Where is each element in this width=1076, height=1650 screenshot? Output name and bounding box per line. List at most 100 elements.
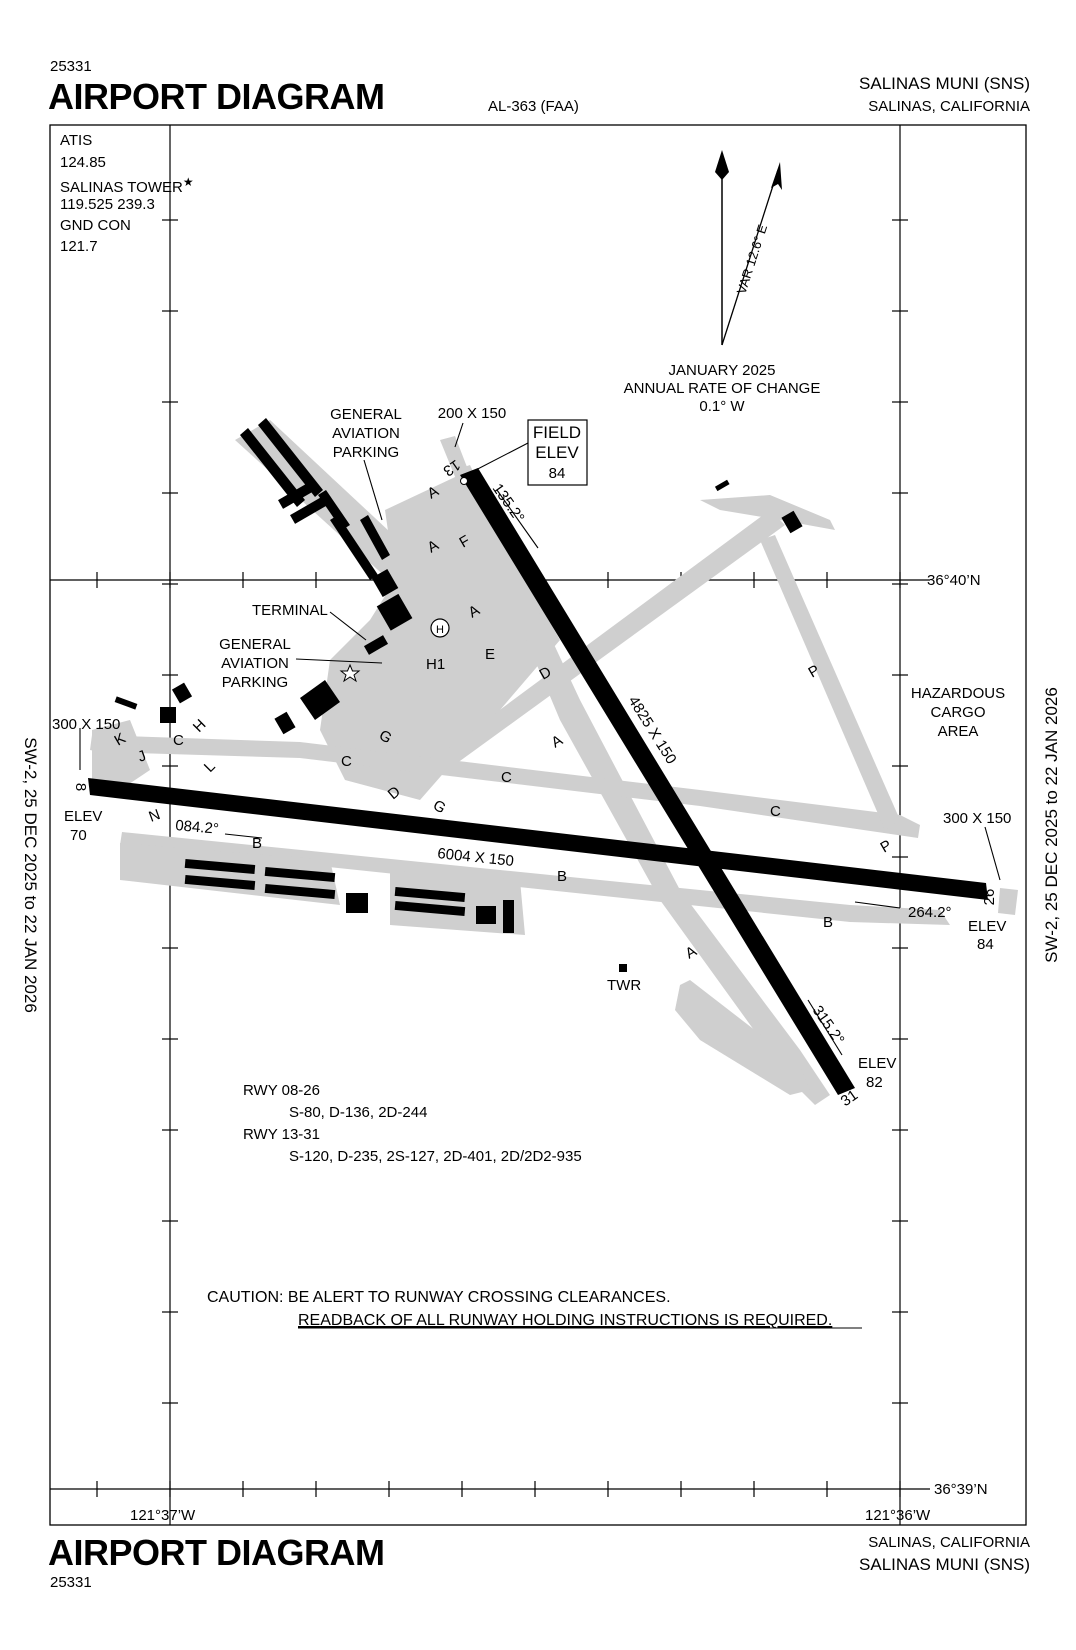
twy-b-1: B [252, 835, 262, 852]
ga-hangar-3 [278, 481, 316, 509]
south-hangar-4 [264, 883, 336, 900]
airport-name: SALINAS MUNI (SNS) [859, 74, 1030, 93]
north-date: JANUARY 2025 [668, 362, 775, 379]
west-building-1 [171, 682, 193, 704]
ga-parking-leader-2 [295, 658, 383, 664]
field-elev-leader [467, 442, 529, 475]
elev-26-value: 84 [977, 936, 994, 953]
doc-number-top: 25331 [50, 58, 92, 75]
footer-title: AIRPORT DIAGRAM [48, 1532, 385, 1573]
ga-hangar-row-1 [240, 428, 305, 507]
taxiway-p [760, 535, 900, 830]
helipad-icon [430, 618, 450, 638]
north-arrow [715, 150, 782, 346]
south-building-3 [503, 900, 514, 933]
north-change-label: ANNUAL RATE OF CHANGE [624, 380, 821, 397]
pcn-rwy1-label: RWY 08-26 [243, 1082, 320, 1099]
tower-label: SALINAS TOWER★ [60, 175, 194, 196]
twy-b-3: B [823, 914, 833, 931]
ga-hangar-row-7 [360, 515, 390, 560]
lat-bottom-label: 36°39’N [934, 1481, 988, 1498]
stopway-26-leader [984, 826, 1001, 881]
twy-n: N [147, 806, 163, 826]
field-elev-line2: ELEV [535, 443, 579, 462]
atis-frequency: 124.85 [60, 154, 106, 171]
taxiway-west-stub [92, 720, 150, 790]
ga-parking-1-l1: GENERAL [330, 406, 402, 423]
stopway-26-label: 300 X 150 [943, 810, 1011, 827]
twy-c-2: C [501, 769, 512, 786]
taxiway-c [90, 735, 920, 838]
ga-parking-2-l2: AVIATION [221, 655, 289, 672]
runways [88, 468, 988, 1095]
rwy-26-heading: 264.2° [908, 904, 952, 921]
stopway-13-label: 200 X 150 [438, 405, 506, 422]
ga-building [371, 568, 399, 598]
grid-ticks [96, 219, 908, 1497]
rwy-13-designator: 13 [440, 456, 463, 479]
tower-frequency: 119.525 239.3 [60, 196, 155, 213]
tower-building [619, 964, 627, 972]
twy-e: E [485, 646, 495, 663]
airport-location: SALINAS, CALIFORNIA [868, 98, 1030, 115]
hdg-13-arrow [496, 489, 539, 549]
hazardous-l3: AREA [938, 723, 979, 740]
pcn-rwy1-values: S-80, D-136, 2D-244 [289, 1104, 427, 1121]
doc-number-bottom: 25331 [50, 1574, 92, 1591]
south-hangar-3 [264, 866, 336, 883]
twy-a-4: A [549, 732, 566, 752]
north-change-value: 0.1° W [699, 398, 745, 415]
south-building-square [346, 893, 368, 913]
magnetic-north-arrow-icon [771, 162, 782, 190]
terminal-label: TERMINAL [252, 602, 328, 619]
pcn-rwy2-label: RWY 13-31 [243, 1126, 320, 1143]
rwy-8-designator: 8 [72, 783, 89, 791]
atis-label: ATIS [60, 132, 93, 149]
ga-hangar-row-6 [330, 515, 378, 580]
elev-26-label: ELEV [968, 918, 1006, 935]
leader-lines [79, 422, 1001, 1056]
magnetic-north-line [721, 169, 779, 346]
caution-line1: CAUTION: BE ALERT TO RUNWAY CROSSING CLE… [207, 1289, 671, 1306]
twy-c-1: C [341, 753, 352, 770]
twy-c-4: C [173, 732, 184, 749]
rwy-26-designator: 26 [981, 889, 998, 906]
field-elev-value: 84 [549, 465, 566, 482]
chart-frame [49, 124, 1027, 1526]
terminal-leader [329, 611, 367, 641]
ga-hangar-small [274, 711, 296, 735]
ne-building [781, 510, 803, 534]
west-building-2 [160, 707, 176, 723]
taxiway-a [455, 465, 830, 1105]
ga-hangar-row-2 [258, 418, 323, 497]
west-building-3 [114, 696, 138, 710]
terminal-building [376, 593, 413, 631]
stopway-8-label: 300 X 150 [52, 716, 120, 733]
ground-label: GND CON [60, 217, 131, 234]
rwy-8-heading: 084.2° [175, 817, 220, 838]
field-elev-line1: FIELD [533, 423, 581, 442]
elev-31-value: 82 [866, 1074, 883, 1091]
twy-c-3: C [770, 803, 781, 820]
taxiway-network [90, 420, 1018, 1105]
ga-parking-1-l3: PARKING [333, 444, 399, 461]
runway-13-31 [460, 468, 855, 1095]
chart-id: AL-363 (FAA) [488, 98, 579, 115]
hazardous-l2: CARGO [930, 704, 985, 721]
south-hangar-6 [394, 900, 466, 917]
lat-top-label: 36°40’N [927, 572, 981, 589]
terminal-annex [363, 635, 389, 655]
runway-08-26 [88, 778, 988, 900]
south-hangar-1 [184, 858, 256, 875]
ga-hangar-row-5 [318, 490, 350, 530]
south-hangar-5 [394, 886, 466, 903]
var-label: VAR 12.6° E [734, 222, 771, 296]
hdg-8-arrow [224, 833, 263, 839]
twy-b-2: B [557, 868, 567, 885]
stopway-13-leader [454, 422, 464, 448]
taxiway-b [120, 832, 950, 925]
hazardous-l1: HAZARDOUS [911, 685, 1005, 702]
taxiway-se [675, 980, 810, 1095]
hdg-31-arrow [807, 999, 843, 1056]
ga-parking-2-l3: PARKING [222, 674, 288, 691]
